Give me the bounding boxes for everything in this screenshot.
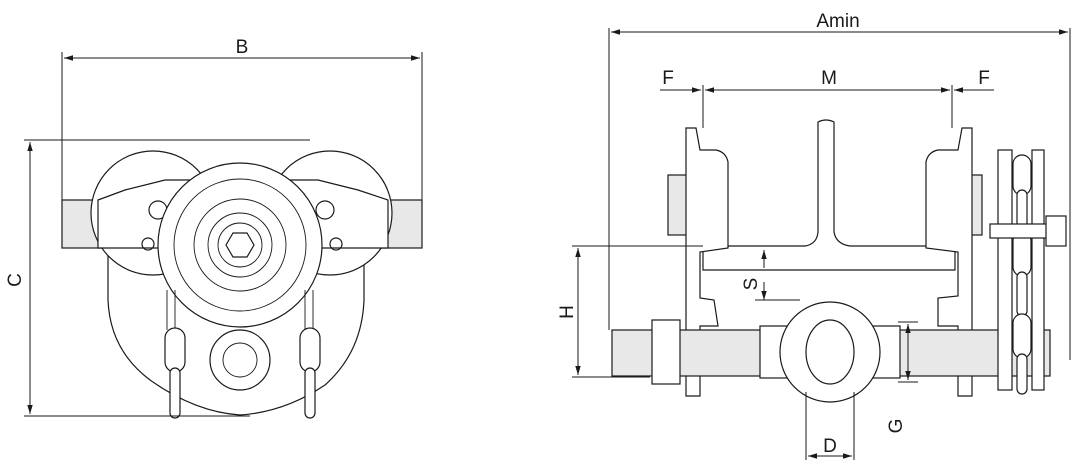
axle-collar-left: [651, 319, 681, 385]
hand-chain-right: [299, 290, 321, 419]
label-b: B: [236, 37, 249, 58]
label-h: H: [557, 305, 578, 319]
lower-hole-inner: [222, 342, 258, 378]
hand-chain: [1012, 154, 1032, 395]
bolt-hole: [315, 200, 335, 220]
hand-wheel-ring: [207, 212, 273, 278]
front-view: B C: [5, 37, 423, 419]
hand-wheel-shaft: [989, 223, 1051, 239]
label-d: D: [823, 436, 837, 457]
bolt-hole: [141, 237, 155, 251]
load-eye-hole: [805, 319, 855, 385]
chain-wheel-disc: [1031, 149, 1045, 391]
label-g: G: [886, 419, 907, 434]
hand-wheel-ring: [193, 198, 287, 292]
label-c: C: [5, 273, 26, 287]
hand-chain-left: [164, 290, 186, 419]
label-amin: Amin: [816, 11, 859, 32]
hand-wheel-ring: [173, 178, 307, 312]
bolt-hole: [329, 237, 343, 251]
left-side-plate: [685, 127, 729, 397]
chain-wheel-disc: [997, 149, 1013, 391]
hex-nut: [225, 232, 255, 258]
beam-web: [702, 119, 956, 271]
label-s: S: [741, 278, 762, 291]
label-m: M: [821, 68, 837, 89]
lower-hole: [209, 329, 271, 391]
hand-wheel-ring: [217, 222, 263, 268]
label-f-right: F: [978, 68, 990, 89]
label-f-left: F: [662, 68, 674, 89]
side-view: Amin F M F S H D G: [557, 11, 1071, 460]
shaft-nut: [1045, 215, 1067, 247]
